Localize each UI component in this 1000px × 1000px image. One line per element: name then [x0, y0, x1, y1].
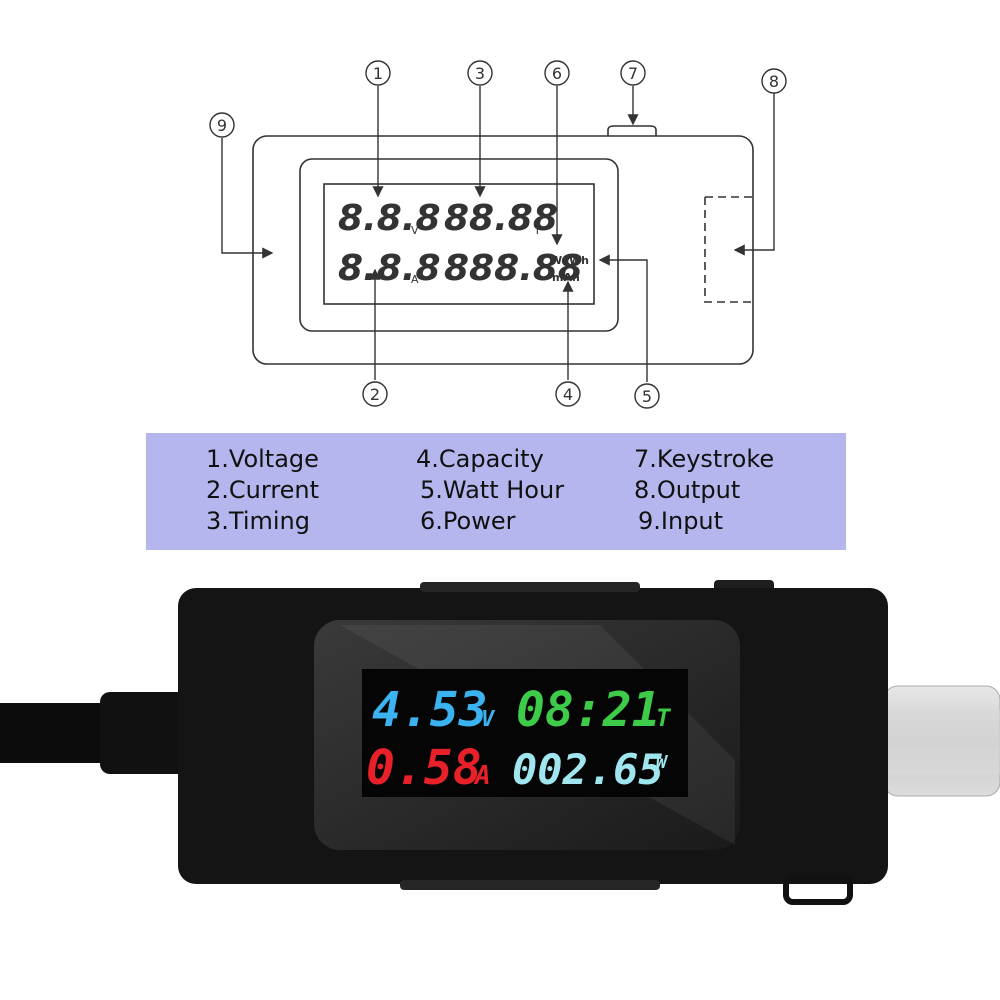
- lcd-unit-wh: Wh: [569, 254, 589, 267]
- lcd-voltage-unit: V: [411, 224, 419, 237]
- legend-item-voltage: 1.Voltage: [206, 445, 319, 473]
- svg-text:8: 8: [769, 72, 779, 91]
- lcd-current-unit: A: [411, 273, 419, 286]
- lcd-voltage-digits: 8.8.8: [338, 198, 441, 239]
- lcd-timing-unit: T: [533, 224, 541, 237]
- diagram-lcd: [323, 183, 595, 305]
- marker-6: 6: [544, 60, 570, 86]
- marker-5: 5: [634, 383, 660, 409]
- reading-voltage: 4.53: [372, 682, 488, 738]
- legend-item-watt-hour: 5.Watt Hour: [420, 476, 565, 504]
- reading-timer: 08:21: [516, 682, 661, 738]
- legend-item-keystroke: 7.Keystroke: [634, 445, 775, 473]
- legend-item-input: 9.Input: [638, 507, 724, 535]
- device-lcd: [362, 669, 688, 797]
- lcd-power-digits: 888.88: [444, 248, 583, 289]
- legend-item-power: 6.Power: [420, 507, 516, 535]
- device-grip-top: [420, 582, 640, 592]
- meter-device: 4.53 V 08:21 T 0.58 A 002.65 W: [0, 580, 1000, 905]
- svg-text:2: 2: [370, 385, 380, 404]
- legend-item-current: 2.Current: [206, 476, 320, 504]
- usb-cable: [0, 692, 190, 774]
- reading-timer-unit: T: [656, 704, 672, 732]
- lcd-timing-digits: 88.88: [444, 198, 558, 239]
- legend-item-output: 8.Output: [634, 476, 741, 504]
- marker-4: 4: [555, 381, 581, 407]
- marker-2: 2: [362, 381, 388, 407]
- svg-text:5: 5: [642, 387, 652, 406]
- svg-text:9: 9: [217, 116, 227, 135]
- legend-item-capacity: 4.Capacity: [416, 445, 544, 473]
- device-grip-bottom: [400, 880, 660, 890]
- reading-power-unit: W: [656, 752, 669, 773]
- lcd-unit-w: W: [550, 254, 562, 267]
- marker-8: 8: [761, 68, 787, 94]
- diagram-button: [607, 125, 657, 136]
- svg-text:3: 3: [475, 64, 485, 83]
- legend-panel: 1.Voltage 2.Current 3.Timing 4.Capacity …: [146, 433, 846, 550]
- svg-text:7: 7: [628, 64, 638, 83]
- diagram-screen-bezel: [299, 158, 619, 332]
- marker-9: 9: [209, 112, 235, 138]
- lcd-current-digits: 8.8.8: [338, 248, 441, 289]
- svg-text:1: 1: [373, 64, 383, 83]
- marker-3: 3: [467, 60, 493, 86]
- reading-power: 002.65: [512, 745, 664, 794]
- svg-text:4: 4: [563, 385, 573, 404]
- lcd-unit-mah: mAh: [552, 271, 580, 284]
- marker-1: 1: [365, 60, 391, 86]
- output-port-plug: [883, 685, 1000, 797]
- reading-current-unit: A: [473, 761, 491, 791]
- reading-voltage-unit: V: [481, 707, 496, 732]
- meter-diagram: 8.8.8 V 88.88 T 8.8.8 A 888.88 W Wh mAh …: [209, 60, 787, 409]
- diagram-output-port: [704, 196, 752, 303]
- svg-text:6: 6: [552, 64, 562, 83]
- marker-7: 7: [620, 60, 646, 86]
- legend-item-timing: 3.Timing: [206, 507, 310, 535]
- lanyard-loop: [783, 875, 853, 905]
- reading-current: 0.58: [366, 740, 482, 796]
